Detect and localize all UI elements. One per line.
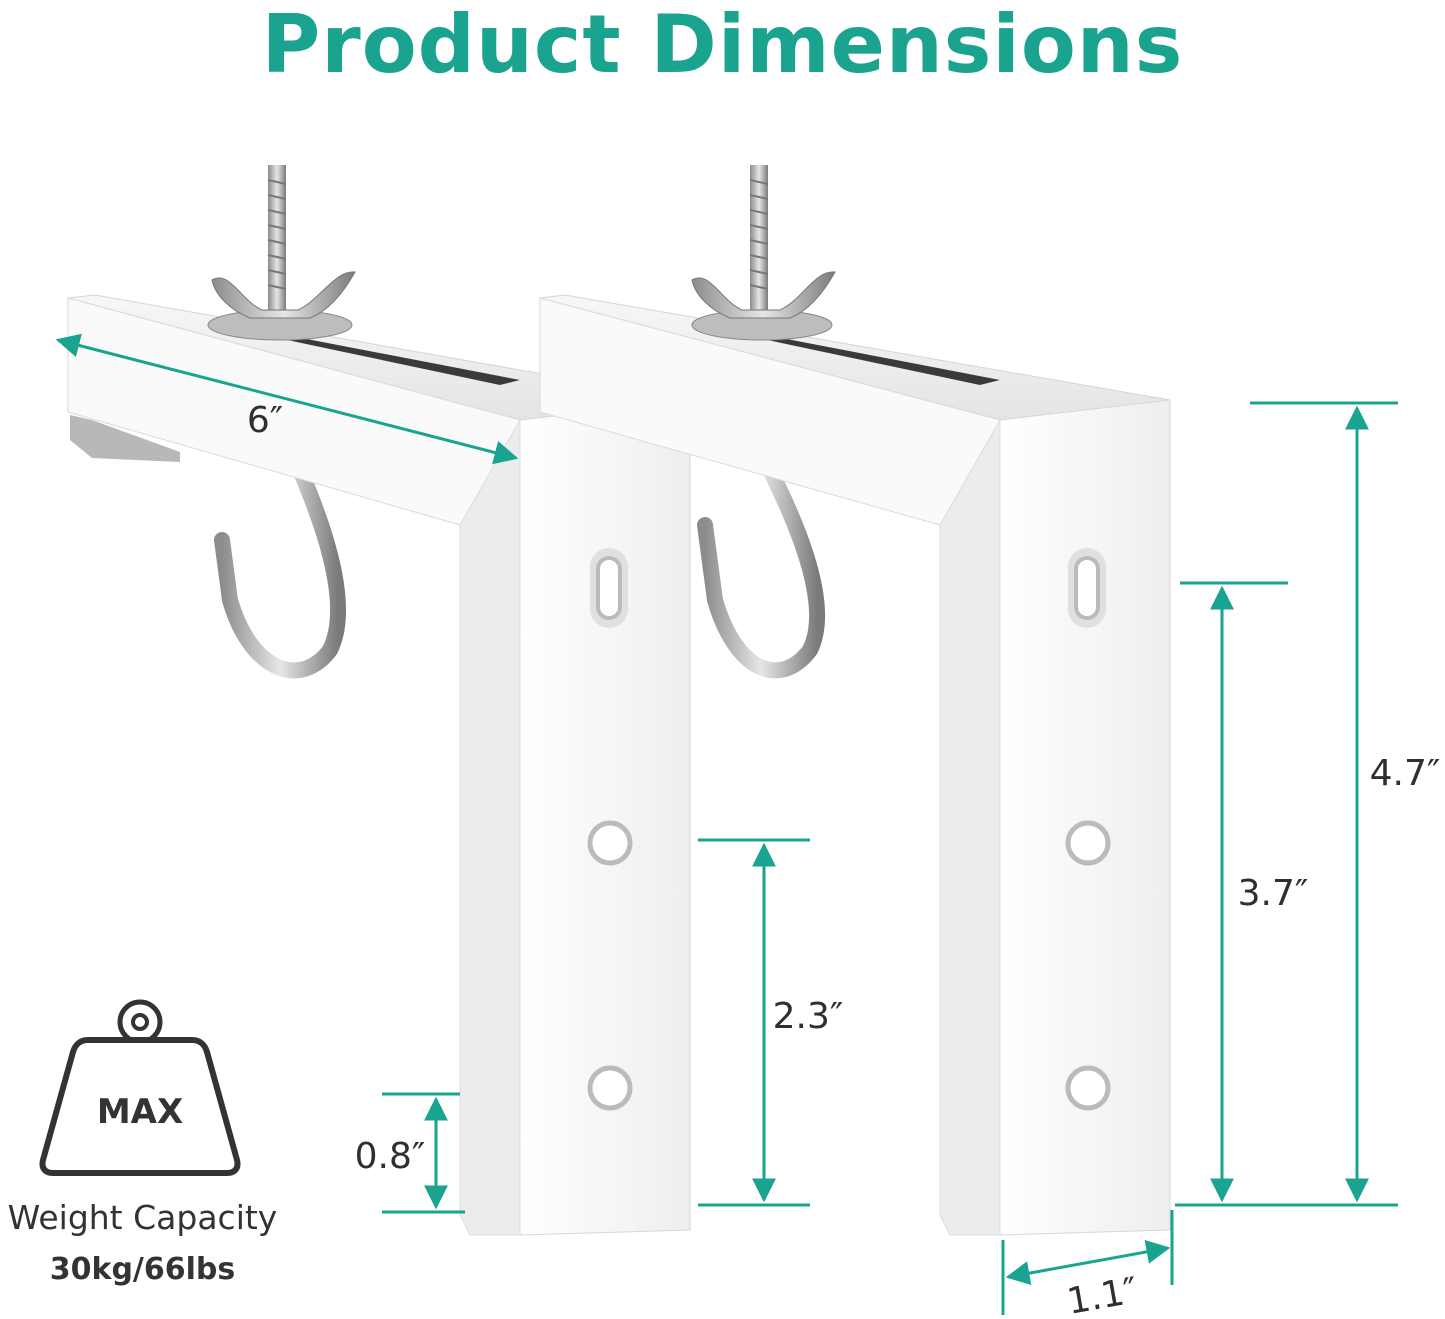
weight-badge-label: MAX <box>97 1092 183 1132</box>
dim-width-label: 1.1″ <box>1064 1270 1141 1319</box>
hook-image <box>214 462 347 679</box>
bracket-image <box>539 165 1171 1236</box>
weight-value: 30kg/66lbs <box>49 1252 236 1287</box>
dim-hole-top-label: 3.7″ <box>1238 873 1309 914</box>
dim-hole-bottom-label: 0.8″ <box>355 1136 426 1177</box>
weight-caption: Weight Capacity <box>7 1198 278 1237</box>
bolt-image <box>267 165 287 330</box>
dim-hole-mid-label: 2.3″ <box>773 996 844 1037</box>
hook-image <box>697 462 826 679</box>
dim-total-height-label: 4.7″ <box>1370 753 1441 794</box>
dim-length-label: 6″ <box>247 400 283 441</box>
page-title: Product Dimensions <box>261 0 1184 91</box>
weight-icon: MAX <box>39 999 241 1176</box>
wing-nut-image <box>691 271 836 341</box>
bolt-image <box>749 165 769 330</box>
dimension-lines <box>55 333 1398 1315</box>
